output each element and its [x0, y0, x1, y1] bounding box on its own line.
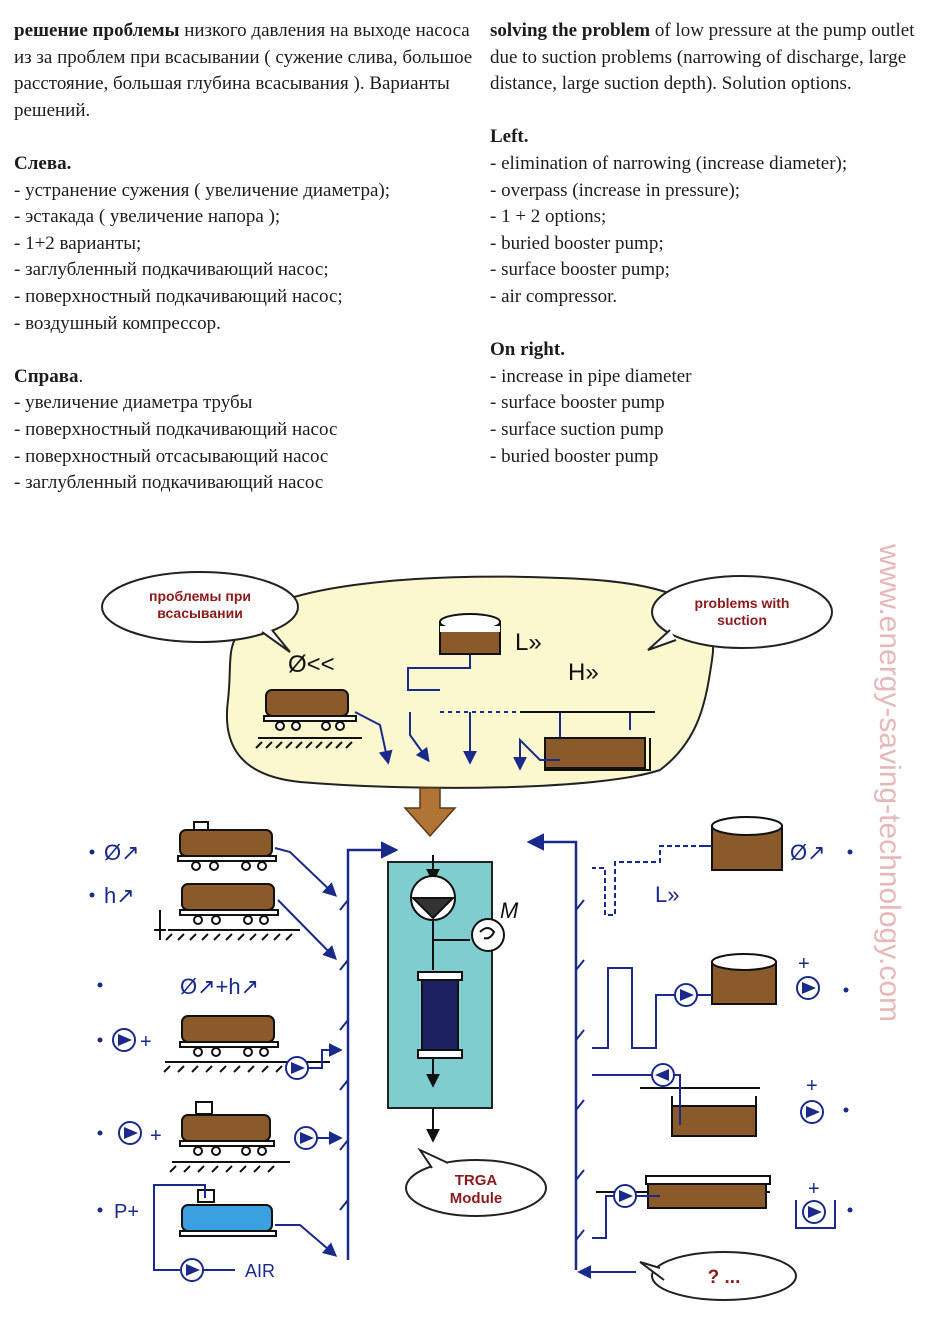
- en-left-item: - overpass (increase in pressure);: [490, 179, 741, 201]
- ru-right-item: - поверхностный подкачивающий насос: [14, 418, 338, 440]
- left-label-6: P+: [114, 1201, 139, 1223]
- ru-left-heading: Слева.: [14, 152, 72, 174]
- website-watermark: www.energy-saving-technology.com: [873, 543, 906, 1022]
- right-variant-2: [592, 953, 849, 1049]
- ru-intro: решение проблемы низкого давления на вых…: [14, 18, 482, 124]
- label-length-bubble: L»: [515, 629, 542, 656]
- flow-arrow-down: [403, 787, 457, 838]
- left-label-4: +: [140, 1031, 152, 1053]
- right-label-3: +: [806, 1075, 818, 1097]
- left-label-5: +: [150, 1125, 162, 1147]
- label-motor: M: [500, 898, 519, 923]
- ru-left-item: - эстакада ( увеличение напора );: [14, 206, 281, 228]
- en-intro-rest: of low pressure at the pump outlet due t…: [490, 20, 915, 95]
- bubble-ru-line1: проблемы при: [149, 588, 251, 604]
- en-right-item: - surface suction pump: [490, 418, 664, 440]
- en-right-item: - buried booster pump: [490, 445, 659, 467]
- ru-left-item: - воздушный компрессор.: [14, 312, 221, 334]
- en-intro: solving the problem of low pressure at t…: [490, 18, 935, 98]
- module-label-line1: TRGA: [455, 1172, 498, 1189]
- en-left-item: - buried booster pump;: [490, 232, 664, 254]
- right-label-2: +: [798, 953, 810, 975]
- ru-intro-bold: решение проблемы: [14, 20, 180, 41]
- bubble-ru: проблемы при всасывании: [101, 571, 299, 653]
- right-variant-3: [592, 1063, 849, 1137]
- problem-bubble: [226, 575, 715, 789]
- question-bubble: ? ...: [639, 1251, 797, 1301]
- bubble-buried-tank: [520, 711, 655, 771]
- question-text: ? ...: [708, 1267, 741, 1288]
- bubble-en-line1: problems with: [695, 595, 790, 611]
- left-variant-4: [97, 1015, 343, 1080]
- en-left-item: - elimination of narrowing (increase dia…: [490, 152, 848, 174]
- en-left-item: - surface booster pump;: [490, 259, 670, 281]
- left-variant-6: [97, 1184, 338, 1282]
- watermark-text: www.energy-saving-technology.com: [873, 543, 906, 1022]
- label-height: H»: [568, 659, 599, 686]
- right-variant-1: [592, 816, 853, 916]
- left-label-2: h↗: [104, 883, 135, 908]
- filter-element: [417, 971, 463, 1143]
- bubble-tank: [439, 613, 501, 655]
- left-variant-1: [89, 821, 338, 897]
- ru-left-item: - 1+2 варианты;: [14, 232, 142, 254]
- ru-right-item: - заглубленный подкачивающий насос: [14, 472, 324, 494]
- left-variant-2: [89, 883, 337, 960]
- english-text-column: solving the problem of low pressure at t…: [490, 18, 935, 470]
- bubble-en-line2: suction: [717, 612, 767, 628]
- bubble-tanker: [255, 689, 362, 749]
- suction-solutions-diagram: проблемы при всасывании problems with su…: [89, 571, 853, 1301]
- right-label-length: L»: [655, 882, 679, 907]
- bubble-en: problems with suction: [647, 575, 833, 651]
- module-label-line2: Module: [450, 1190, 503, 1207]
- right-label-1: Ø↗: [790, 840, 826, 865]
- right-variant-4: [592, 1175, 853, 1239]
- ru-intro-rest: низкого давления на выходе насоса из за …: [14, 20, 473, 121]
- en-left-item: - 1 + 2 options;: [490, 206, 607, 228]
- russian-text-column: решение проблемы низкого давления на вых…: [14, 18, 482, 497]
- right-label-4: +: [808, 1178, 820, 1200]
- trga-module-bubble: TRGA Module: [405, 1147, 547, 1217]
- en-right-item: - increase in pipe diameter: [490, 365, 692, 387]
- ru-left-item: - устранение сужения ( увеличение диамет…: [14, 179, 390, 201]
- pump-symbol: [410, 855, 505, 970]
- ru-right-heading: Справа.: [14, 365, 84, 387]
- ru-right-item: - увеличение диаметра трубы: [14, 392, 253, 414]
- left-label-1: Ø↗: [104, 840, 140, 865]
- left-label-3: Ø↗+h↗: [180, 974, 259, 999]
- ru-left-item: - заглубленный подкачивающий насос;: [14, 259, 329, 281]
- bubble-ru-line2: всасывании: [157, 605, 243, 621]
- ru-right-item: - поверхностный отсасывающий насос: [14, 445, 329, 467]
- label-diameter-small: Ø<<: [288, 651, 335, 678]
- left-bullet-3: [97, 982, 103, 988]
- ru-left-item: - поверхностный подкачивающий насос;: [14, 285, 343, 307]
- en-intro-bold: solving the problem: [490, 20, 651, 41]
- left-variant-5: [97, 1101, 343, 1173]
- en-right-item: - surface booster pump: [490, 392, 665, 414]
- en-left-heading: Left.: [490, 126, 529, 148]
- en-right-heading: On right.: [490, 339, 565, 361]
- air-label: AIR: [245, 1261, 275, 1281]
- en-left-item: - air compressor.: [490, 285, 618, 307]
